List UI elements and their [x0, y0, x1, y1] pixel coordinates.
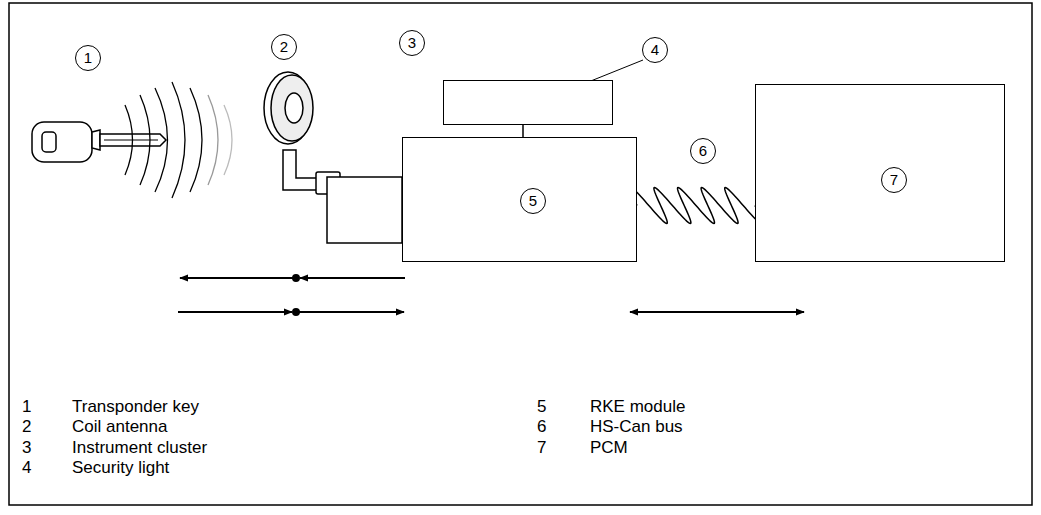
legend-name: Instrument cluster: [72, 438, 207, 458]
can-bus-coil: [630, 188, 761, 224]
legend-name: RKE module: [590, 397, 685, 417]
callout-number: 2: [271, 34, 297, 60]
transponder-key: [32, 122, 166, 162]
legend-number: 7: [537, 438, 546, 458]
legend-name: PCM: [590, 438, 628, 458]
callout-number: 4: [642, 37, 668, 63]
legend-number: 2: [22, 417, 31, 437]
legend-number: 5: [537, 397, 546, 417]
legend-number: 3: [22, 438, 31, 458]
callout-number: 5: [520, 188, 546, 214]
rke-module-box: 5: [402, 137, 637, 262]
legend-name: Transponder key: [72, 397, 199, 417]
legend-number: 4: [22, 458, 31, 478]
pcm-box: 7: [755, 84, 1005, 262]
callout-number: 1: [75, 45, 101, 71]
radio-waves: [125, 82, 232, 198]
signal-arrows: [178, 275, 804, 315]
legend-number: 1: [22, 397, 31, 417]
coil-antenna: [264, 72, 340, 194]
frame: [9, 3, 1032, 505]
connector-housing: [327, 177, 402, 243]
instrument-cluster-box: 3: [443, 80, 613, 125]
callout-number: 6: [690, 138, 716, 164]
wire: [522, 125, 524, 137]
legend-name: Coil antenna: [72, 417, 167, 437]
legend-name: HS-Can bus: [590, 417, 683, 437]
callout-number: 3: [399, 30, 425, 56]
callout-number: 7: [881, 167, 907, 193]
legend-number: 6: [537, 417, 546, 437]
legend-name: Security light: [72, 458, 169, 478]
